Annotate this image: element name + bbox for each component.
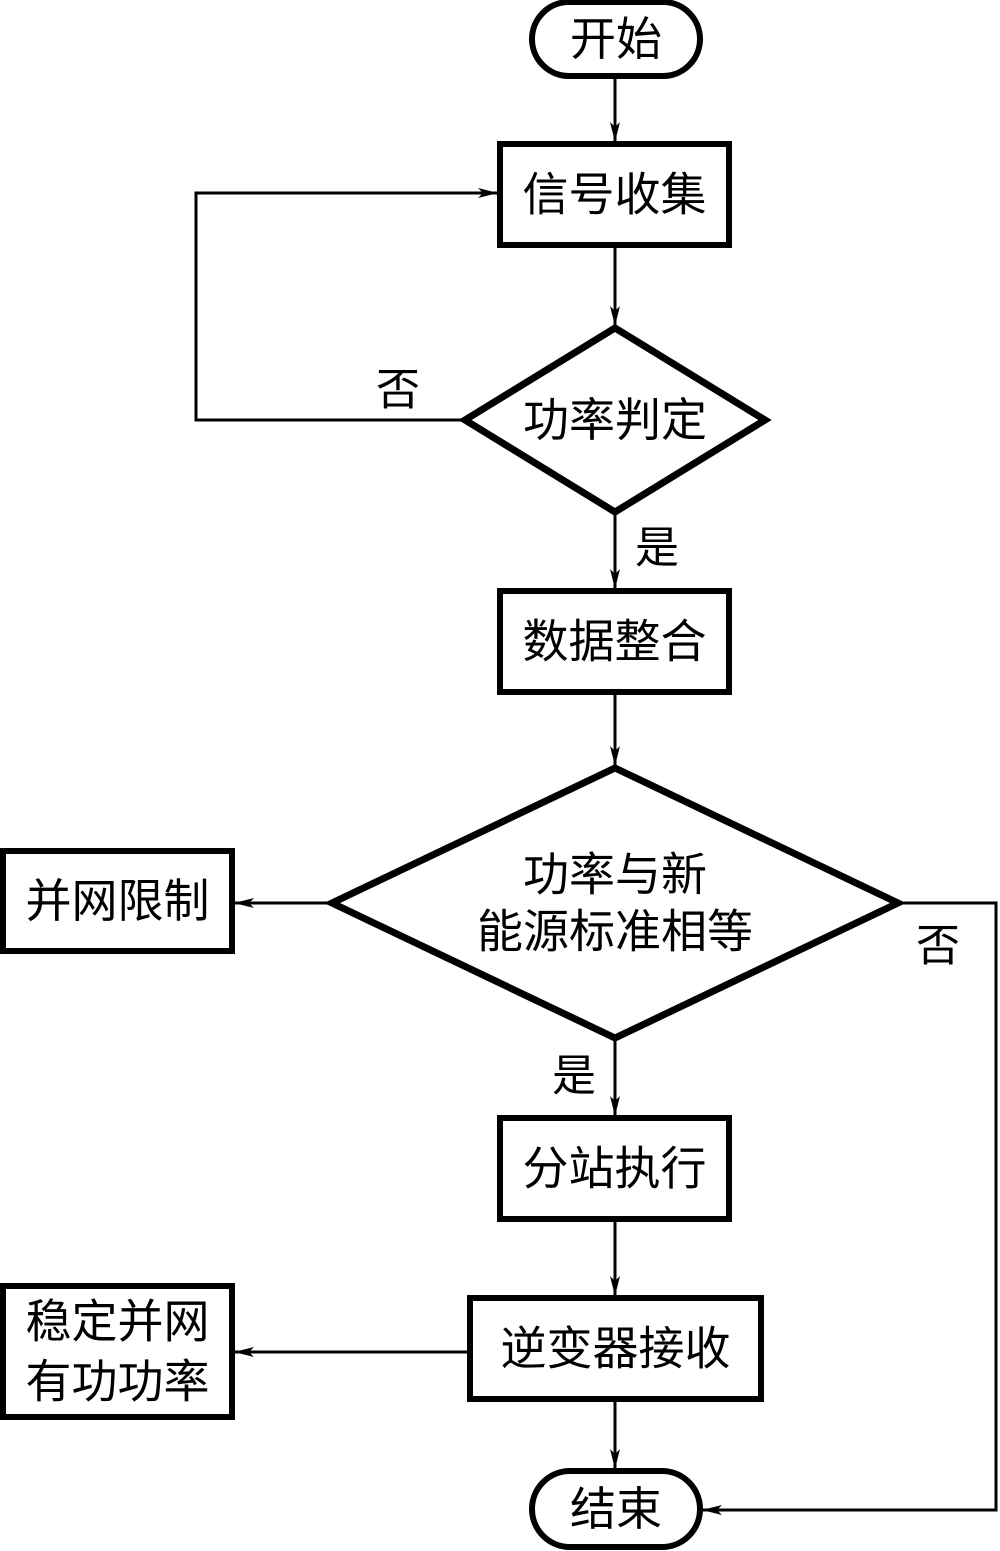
- node-label-integrate: 数据整合: [523, 615, 707, 669]
- node-substation: 分站执行: [497, 1115, 732, 1222]
- node-label-compare-line-2: 能源标准相等: [477, 905, 753, 959]
- node-collect: 信号收集: [497, 141, 732, 248]
- edge-judge-to-collect: [194, 188, 498, 422]
- decision-diamond-judge: [458, 323, 772, 517]
- node-integrate: 数据整合: [497, 588, 732, 695]
- edges-layer: [194, 78, 998, 1515]
- terminator-shape-start: [529, 0, 703, 79]
- node-label-stable-line-1: 稳定并网: [26, 1295, 210, 1349]
- node-limit: 并网限制: [0, 848, 235, 954]
- node-label-collect: 信号收集: [523, 168, 707, 222]
- node-label-inverter: 逆变器接收: [501, 1322, 731, 1376]
- node-label-start: 开始: [570, 12, 662, 66]
- node-label-stable-line-2: 有功功率: [26, 1354, 210, 1408]
- node-label-limit: 并网限制: [26, 874, 210, 928]
- process-box-inverter: [467, 1295, 764, 1402]
- process-box-integrate: [497, 588, 732, 695]
- node-inverter: 逆变器接收: [467, 1295, 764, 1402]
- decision-diamond-compare: [323, 764, 907, 1042]
- node-judge: 功率判定: [458, 323, 772, 517]
- process-box-substation: [497, 1115, 732, 1222]
- edge-label-judge-to-integrate: 是: [635, 523, 679, 574]
- node-label-substation: 分站执行: [523, 1142, 707, 1196]
- node-label-end: 结束: [570, 1482, 662, 1536]
- node-end: 结束: [529, 1468, 703, 1550]
- process-box-stable: [0, 1283, 235, 1420]
- edge-label-compare-to-end: 否: [916, 921, 960, 972]
- terminator-shape-end: [529, 1468, 703, 1550]
- edge-label-compare-to-substation: 是: [552, 1051, 596, 1102]
- node-label-judge: 功率判定: [523, 393, 707, 447]
- process-box-limit: [0, 848, 235, 954]
- node-label-compare-line-1: 功率与新: [523, 847, 707, 901]
- process-box-collect: [497, 141, 732, 248]
- node-start: 开始: [529, 0, 703, 79]
- edge-compare-to-end: [702, 901, 998, 1515]
- edge-label-judge-to-collect: 否: [376, 365, 420, 416]
